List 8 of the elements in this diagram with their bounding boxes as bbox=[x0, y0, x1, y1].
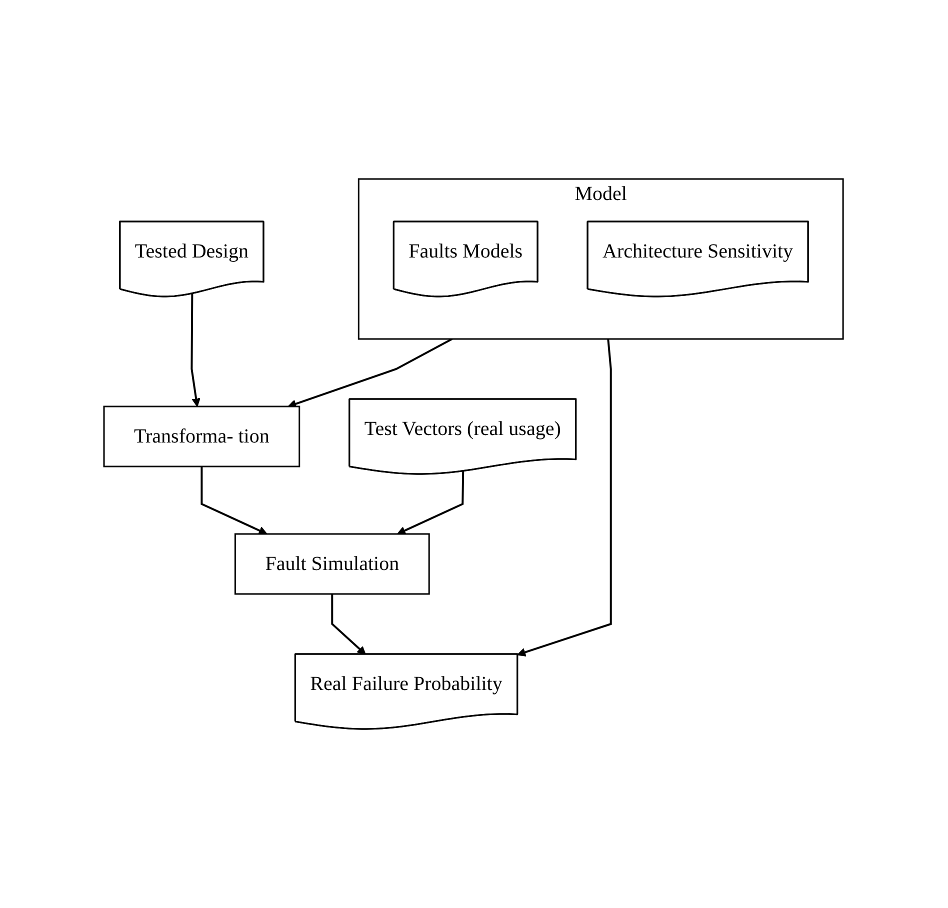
arrow bbox=[201, 466, 268, 535]
arrow bbox=[397, 471, 465, 535]
arrow bbox=[332, 594, 366, 655]
node-box: Fault Simulation bbox=[234, 533, 430, 595]
arrow bbox=[288, 338, 454, 408]
node-box: Transforma- tion bbox=[104, 406, 301, 468]
arrow bbox=[517, 338, 612, 657]
arrow bbox=[191, 294, 201, 407]
